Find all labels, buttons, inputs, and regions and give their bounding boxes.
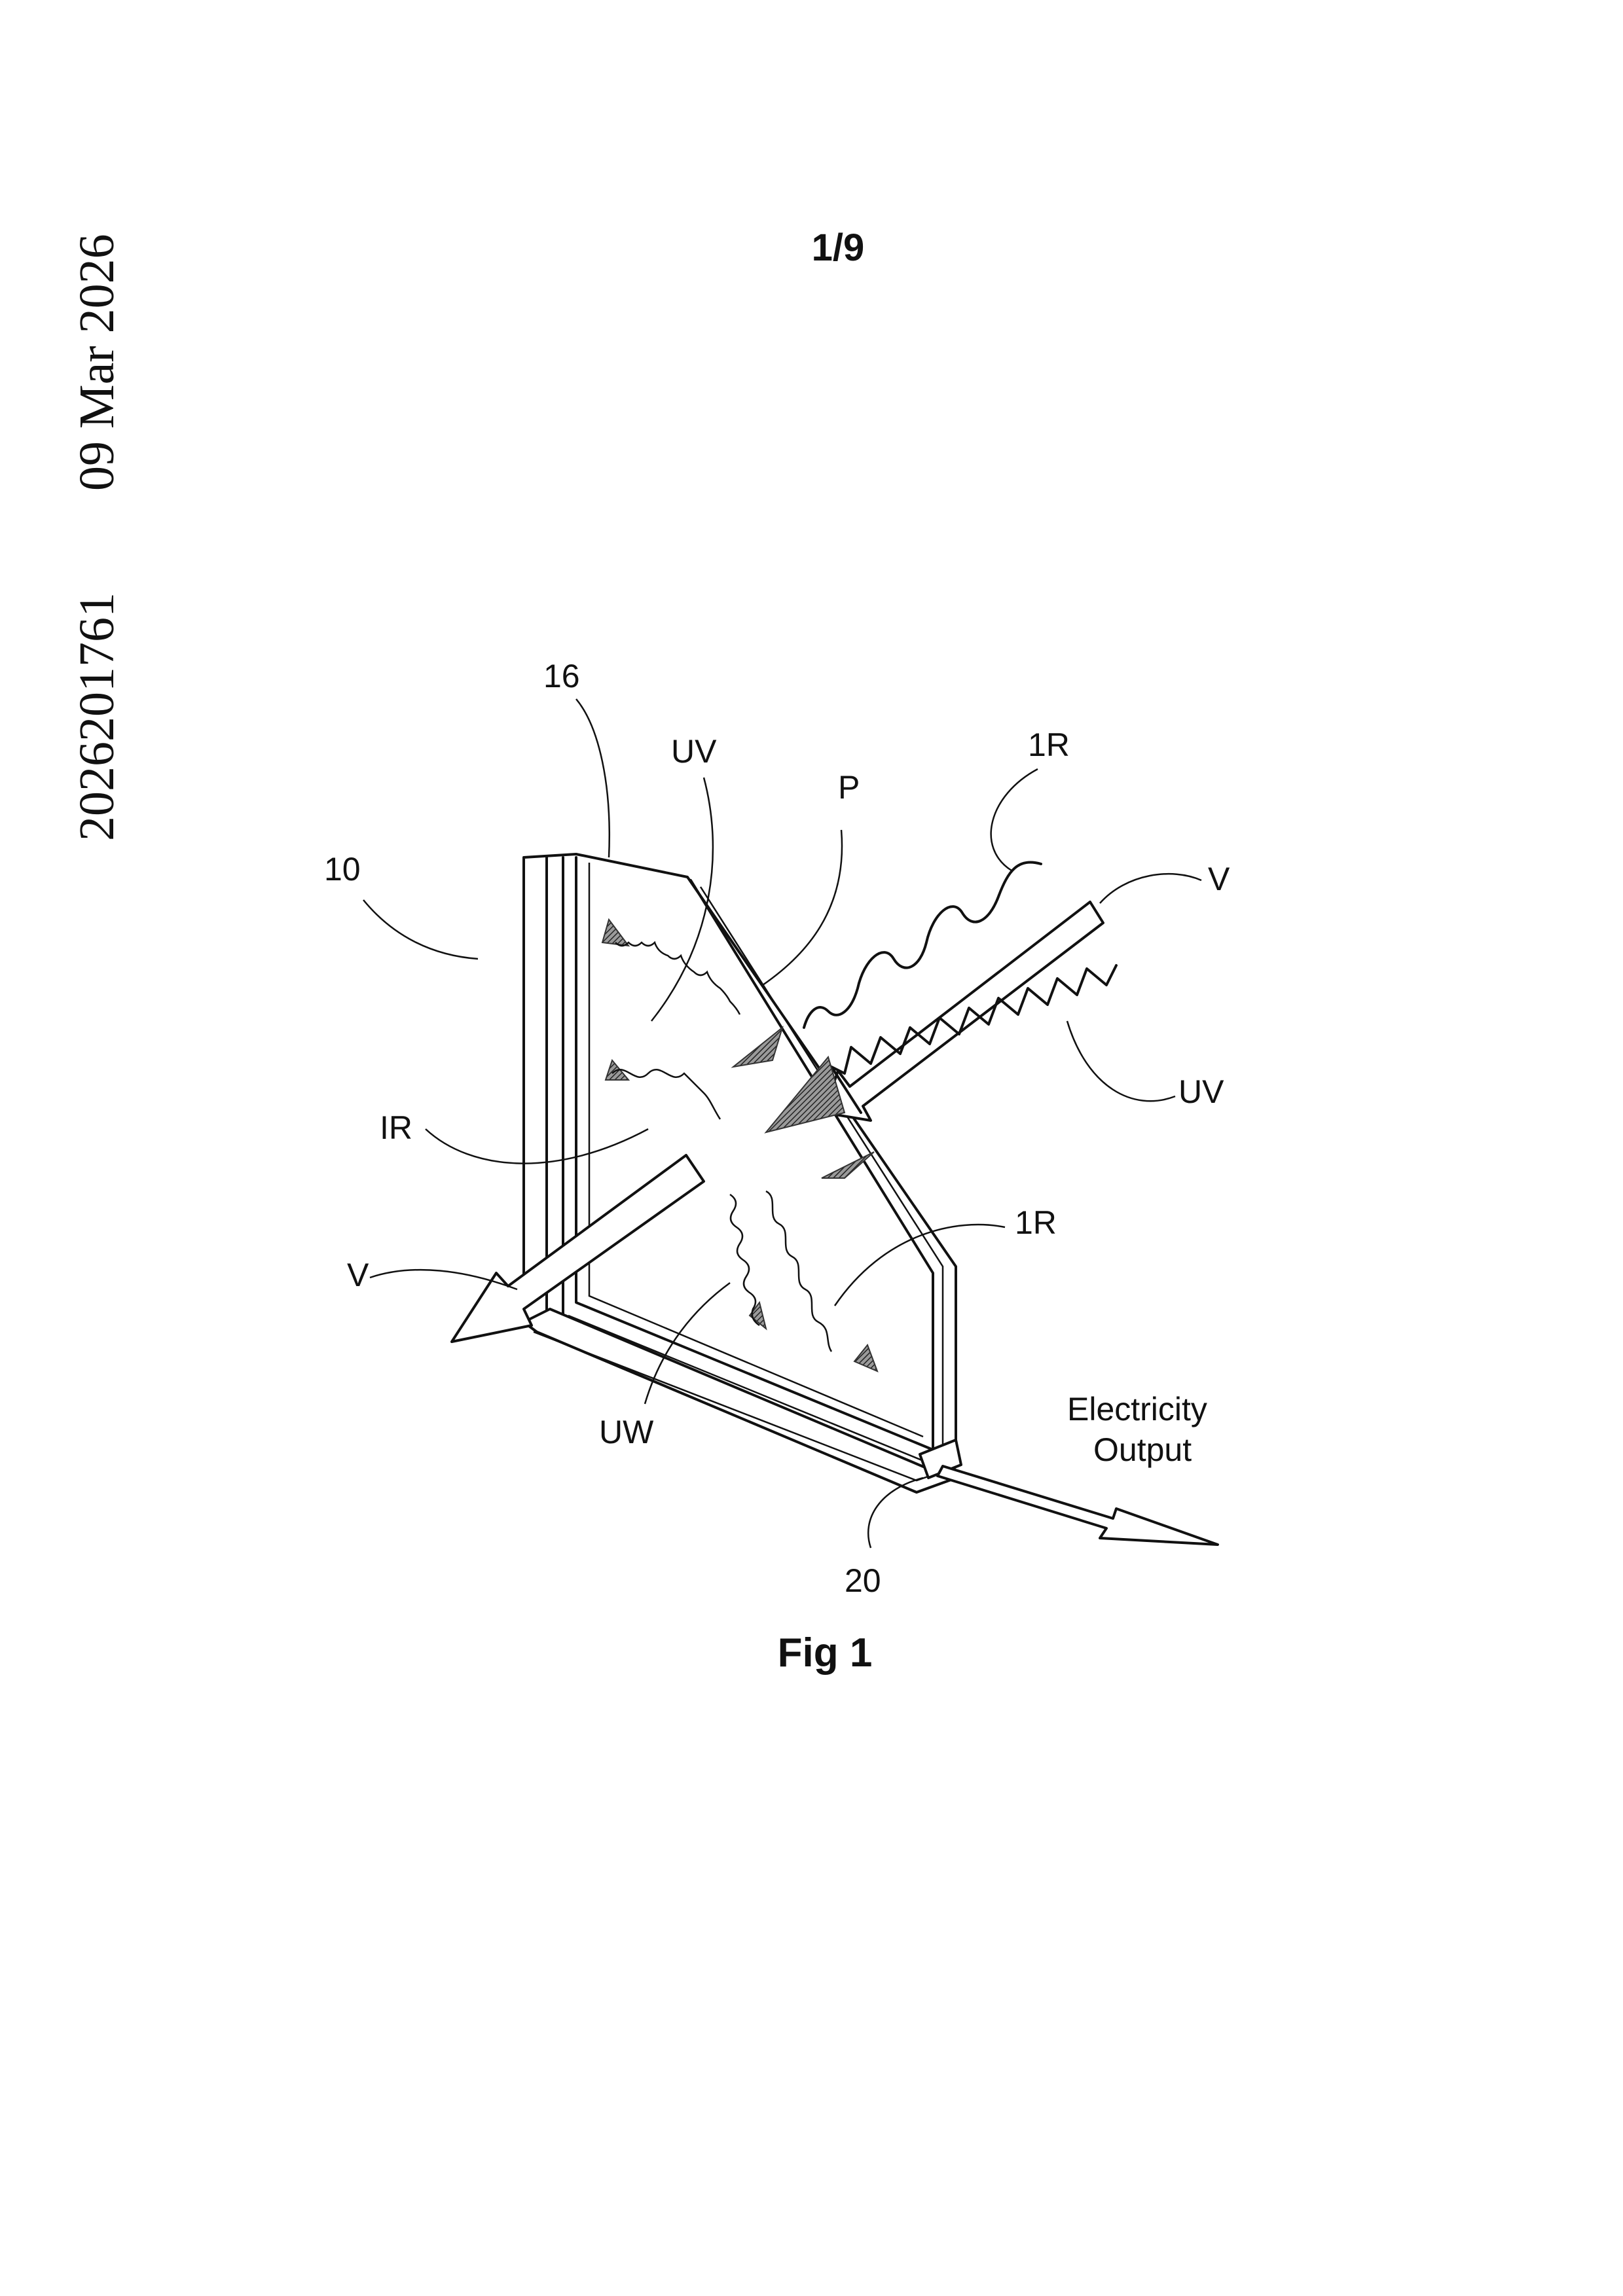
leader-10 <box>363 900 478 959</box>
leader-v-right <box>1100 874 1201 903</box>
leader-16 <box>576 699 610 857</box>
label-uv-right: UV <box>1178 1073 1224 1110</box>
label-p: P <box>838 769 860 806</box>
label-output: Output <box>1093 1431 1192 1468</box>
label-uw: UW <box>599 1414 654 1450</box>
label-16: 16 <box>543 658 580 694</box>
label-electricity: Electricity <box>1067 1391 1207 1427</box>
label-v-right: V <box>1208 861 1230 897</box>
label-1r-top: 1R <box>1028 726 1070 763</box>
leader-p <box>763 830 842 985</box>
glazing-unit <box>524 854 961 1492</box>
leader-uv-right <box>1067 1021 1175 1101</box>
label-1r-bottom: 1R <box>1015 1204 1057 1241</box>
label-uv-top: UV <box>671 733 717 770</box>
visible-light-arrow-in <box>824 902 1103 1121</box>
label-20: 20 <box>845 1562 881 1599</box>
label-ir-left: IR <box>380 1109 412 1146</box>
label-v-left: V <box>347 1257 369 1293</box>
leader-1r-top <box>991 769 1038 870</box>
label-10: 10 <box>324 851 361 888</box>
electricity-output-arrow <box>938 1466 1218 1545</box>
figure-caption: Fig 1 <box>740 1630 910 1676</box>
